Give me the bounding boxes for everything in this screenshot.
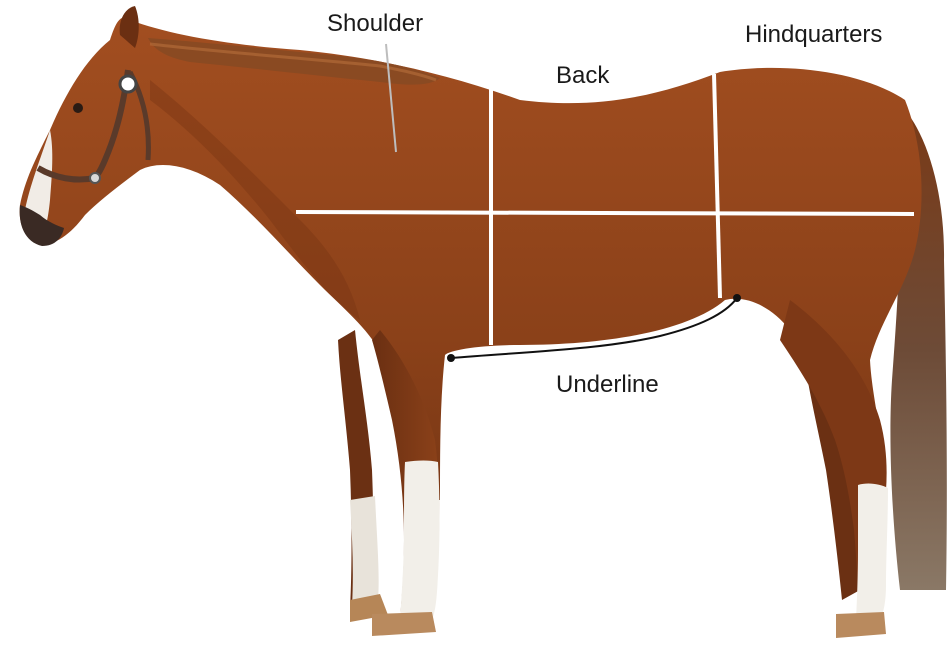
halter-buckle xyxy=(90,173,100,183)
near-fore-hoof xyxy=(372,612,436,636)
near-hind-hoof xyxy=(836,612,886,638)
horizontal-division-line xyxy=(296,212,914,214)
near-fore-sock xyxy=(400,461,440,621)
back-label: Back xyxy=(556,64,609,88)
hindquarters-label: Hindquarters xyxy=(745,23,882,47)
eye xyxy=(73,103,83,113)
underline-label: Underline xyxy=(556,373,659,397)
underline-end-dot xyxy=(733,294,741,302)
far-fore-sock xyxy=(350,496,379,606)
horse-body xyxy=(20,18,922,598)
near-hind-sock xyxy=(856,484,888,620)
underline-start-dot xyxy=(447,354,455,362)
halter-ring xyxy=(120,76,136,92)
shoulder-label: Shoulder xyxy=(327,12,423,36)
